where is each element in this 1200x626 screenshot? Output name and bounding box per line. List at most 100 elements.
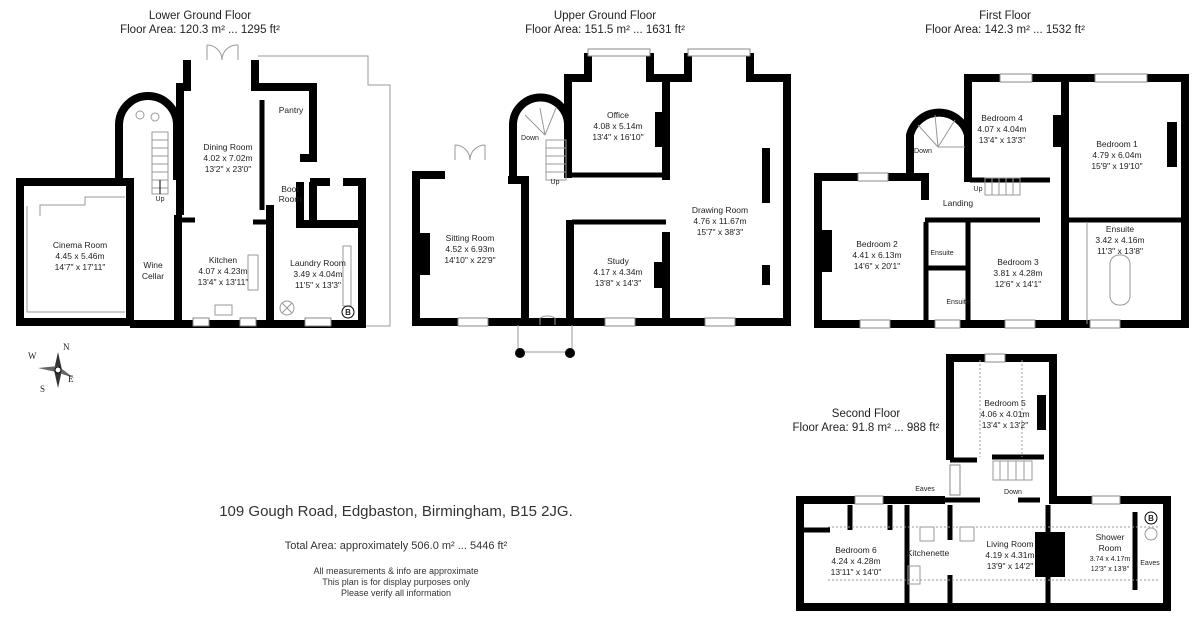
window: [704, 317, 736, 327]
room-size-metric: 4.19 x 4.31m: [985, 550, 1034, 560]
room-size-imperial: 13'9" x 14'2": [987, 561, 1034, 571]
spiral-stair: [917, 114, 965, 148]
skylight-icon: [959, 526, 975, 542]
sink-unit: [247, 254, 259, 291]
staircase: [992, 460, 1033, 481]
second-floor: Second Floor Floor Area: 91.8 m² ... 988…: [792, 353, 1171, 611]
room-name: Bedroom 6: [835, 545, 877, 555]
staircase: [151, 131, 169, 195]
floor-area: Floor Area: 142.3 m² ... 1532 ft²: [925, 24, 1085, 36]
room-name: Room: [1099, 543, 1122, 553]
window: [984, 353, 1006, 363]
floor-area: Floor Area: 91.8 m² ... 988 ft²: [792, 422, 939, 434]
compass-north: N: [63, 342, 70, 352]
room-size-metric: 3.81 x 4.28m: [993, 268, 1042, 278]
worktop: [342, 245, 352, 307]
floor-title: Second Floor: [832, 408, 901, 420]
room-size-imperial: 13'4" x 13'11": [198, 277, 249, 287]
disclaimer-line: Please verify all information: [341, 588, 451, 598]
eaves-line: [828, 360, 1160, 581]
room-size-imperial: 12'3" x 13'8": [1091, 566, 1130, 573]
room-size-metric: 4.07 x 4.04m: [977, 124, 1026, 134]
staircase: [984, 177, 1021, 196]
window: [1094, 73, 1148, 83]
window: [857, 172, 889, 182]
room-size-imperial: 13'4" x 13'3": [979, 135, 1026, 145]
compass-west: W: [28, 351, 37, 361]
stair-down-label: Down: [1004, 489, 1022, 496]
window: [604, 317, 636, 327]
french-doors[interactable]: [206, 44, 239, 61]
room-name: Shower: [1096, 532, 1125, 542]
room-size-metric: 3.74 x 4.17m: [1090, 556, 1131, 563]
room-size-metric: 4.17 x 4.34m: [593, 267, 642, 277]
window: [192, 317, 210, 327]
chimney-breast: [1035, 532, 1065, 577]
room-name: Eaves: [915, 486, 935, 493]
window: [934, 319, 961, 329]
window: [999, 73, 1033, 83]
stair-down-label: Down: [914, 148, 932, 155]
window: [949, 464, 961, 496]
room-name: Bedroom 2: [856, 239, 898, 249]
room-size-metric: 3.49 x 4.04m: [293, 269, 342, 279]
disclaimer-line: All measurements & info are approximate: [313, 566, 478, 576]
room-size-metric: 4.79 x 6.04m: [1092, 150, 1141, 160]
window: [1004, 319, 1036, 329]
room-size-imperial: 14'7" x 17'11": [55, 262, 106, 272]
window: [854, 495, 884, 505]
interior-walls: [572, 172, 666, 225]
interior-walls: [964, 80, 1069, 324]
boiler-badge-label: B: [345, 308, 351, 317]
disclaimer-line: This plan is for display purposes only: [322, 577, 470, 587]
boiler-icon: [279, 300, 295, 316]
room-size-metric: 4.24 x 4.28m: [831, 556, 880, 566]
skylight-icon: [919, 526, 935, 542]
french-doors[interactable]: [454, 144, 486, 161]
window: [457, 317, 489, 327]
stair-down-label: Down: [521, 135, 539, 142]
boiler-badge: [1144, 511, 1158, 525]
compass-rose: N S E W: [28, 342, 74, 394]
room-name: Bedroom 5: [984, 398, 1026, 408]
chimney-breast: [420, 233, 430, 275]
stair-walls: [115, 92, 181, 182]
room-size-imperial: 11'3" x 13'8": [1097, 246, 1143, 256]
wall-stubs: [180, 217, 270, 225]
room-name: Pantry: [279, 105, 304, 115]
first-floor: First Floor Floor Area: 142.3 m² ... 153…: [814, 10, 1189, 329]
stair-up-label: Up: [551, 179, 560, 186]
chimney-breast: [655, 112, 664, 147]
room-name: Living Room: [986, 539, 1033, 549]
window: [1089, 319, 1121, 329]
room-size-imperial: 14'6" x 20'1": [854, 261, 901, 271]
garden-outline: [258, 55, 391, 327]
room-size-metric: 4.06 x 4.01m: [980, 409, 1029, 419]
total-area: Total Area: approximately 506.0 m² ... 5…: [285, 540, 508, 552]
room-name: Office: [607, 110, 629, 120]
front-entrance[interactable]: [517, 315, 573, 353]
outer-walls: [814, 74, 1189, 328]
boiler-cross: [281, 302, 293, 314]
chimney-breast: [1167, 122, 1177, 167]
laundry-walls: [130, 178, 366, 328]
room-name: Cinema Room: [53, 240, 107, 250]
stair-up-label: Up: [974, 186, 983, 193]
floor-area: Floor Area: 120.3 m² ... 1295 ft²: [120, 24, 280, 36]
window: [1091, 495, 1121, 505]
room-size-metric: 4.52 x 6.93m: [445, 244, 494, 254]
room-size-metric: 4.76 x 11.67m: [693, 216, 746, 226]
chimney-breast: [654, 262, 666, 288]
room-name: Bedroom 4: [981, 113, 1023, 123]
window: [239, 317, 257, 327]
stair-up-label: Up: [156, 196, 165, 203]
room-name: Kitchenette: [907, 548, 950, 558]
room-name: Sitting Room: [446, 233, 495, 243]
window: [687, 48, 751, 57]
chimney-breast: [1053, 115, 1063, 147]
boiler-icon: [1144, 527, 1158, 541]
wc-icon: [135, 110, 145, 120]
room-size-metric: 3.42 x 4.16m: [1095, 235, 1144, 245]
spiral-stair: [524, 107, 557, 136]
bath-icon: [1109, 254, 1131, 306]
